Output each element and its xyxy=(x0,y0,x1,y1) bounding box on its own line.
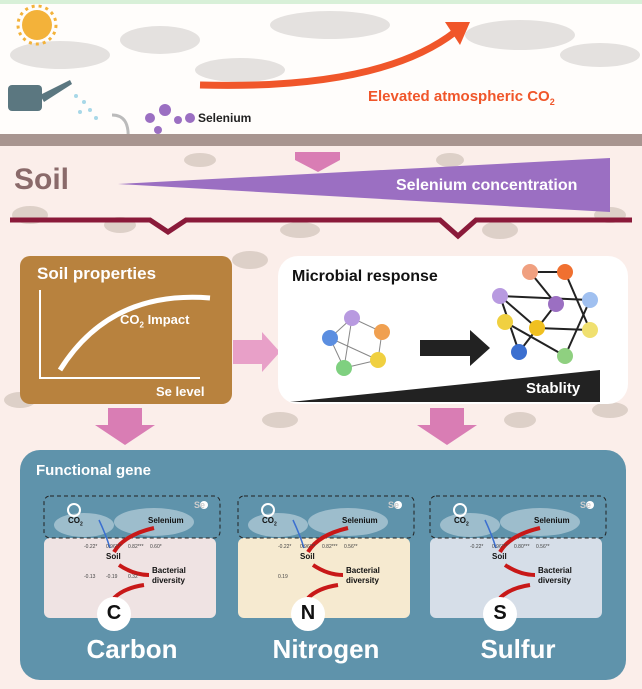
panel-nitrogen xyxy=(237,495,415,631)
path-coefficient: -0.22* xyxy=(278,544,292,550)
selenium-concentration-label: Selenium concentration xyxy=(396,177,578,194)
se-icon-label: Se xyxy=(388,500,400,510)
selenium-node: Selenium xyxy=(342,516,378,525)
co2-icon xyxy=(453,503,467,517)
path-coefficient: 0.56** xyxy=(536,544,550,550)
co2-label: Elevated atmospheric CO2 xyxy=(368,88,555,107)
path-coefficient: 0.82*** xyxy=(128,544,144,550)
soil-properties-box xyxy=(20,256,232,404)
element-letter: C xyxy=(106,602,122,624)
selenium-label: Selenium xyxy=(198,111,252,125)
co2-icon xyxy=(261,503,275,517)
path-coefficient: 0.56** xyxy=(344,544,358,550)
co2-icon xyxy=(67,503,81,517)
path-coefficient: -0.19 xyxy=(106,574,118,580)
path-coefficient: -0.22* xyxy=(470,544,484,550)
path-coefficient: -0.22* xyxy=(84,544,98,550)
path-coefficient: 0.19 xyxy=(278,574,288,580)
watering-can-icon xyxy=(8,80,72,111)
path-coefficient: 0.96*** xyxy=(300,544,316,550)
panel-carbon xyxy=(43,495,221,631)
right-arrow xyxy=(420,330,490,366)
sun-icon xyxy=(16,4,58,46)
soil-properties-title: Soil properties xyxy=(37,264,157,283)
functional-gene-title: Functional gene xyxy=(36,462,152,479)
small-network xyxy=(322,310,390,376)
element-letter: S xyxy=(493,602,507,624)
element-name: Sulfur xyxy=(480,634,556,664)
soil-node: Soil xyxy=(492,552,507,561)
co2-impact-label: CO2 Impact xyxy=(120,312,190,330)
path-coefficient: 0.96*** xyxy=(492,544,508,550)
selenium-node: Selenium xyxy=(534,516,570,525)
microbial-response-box xyxy=(278,256,628,404)
se-icon-label: Se xyxy=(580,500,592,510)
selenium-particles xyxy=(145,104,195,134)
panel-sulfur xyxy=(429,495,607,631)
selenium-node: Selenium xyxy=(148,516,184,525)
element-name: Nitrogen xyxy=(272,634,380,664)
soil-node: Soil xyxy=(300,552,315,561)
stability-label: Stablity xyxy=(526,380,581,397)
path-coefficient: 0.60* xyxy=(150,544,162,550)
co2-node: CO2 xyxy=(262,516,277,528)
microbial-response-title: Microbial response xyxy=(292,268,438,285)
co2-arrow xyxy=(199,29,458,89)
path-coefficient: 0.80*** xyxy=(514,544,530,550)
large-network xyxy=(492,264,598,364)
soil-node: Soil xyxy=(106,552,121,561)
soil-title: Soil xyxy=(14,163,70,196)
se-icon-label: Se xyxy=(194,500,206,510)
element-letter: N xyxy=(300,602,316,624)
selenium-gradient-wedge xyxy=(118,158,610,212)
path-coefficient: -0.13 xyxy=(84,574,96,580)
path-coefficient: 0.82*** xyxy=(322,544,338,550)
element-name: Carbon xyxy=(86,634,178,664)
co2-node: CO2 xyxy=(454,516,469,528)
down-arrow xyxy=(295,152,340,172)
se-level-label: Se level xyxy=(156,384,205,399)
path-coefficient: 0.96*** xyxy=(106,544,122,550)
path-coefficient: 0.32 xyxy=(128,574,138,580)
co2-node: CO2 xyxy=(68,516,83,528)
clouds xyxy=(10,11,640,82)
